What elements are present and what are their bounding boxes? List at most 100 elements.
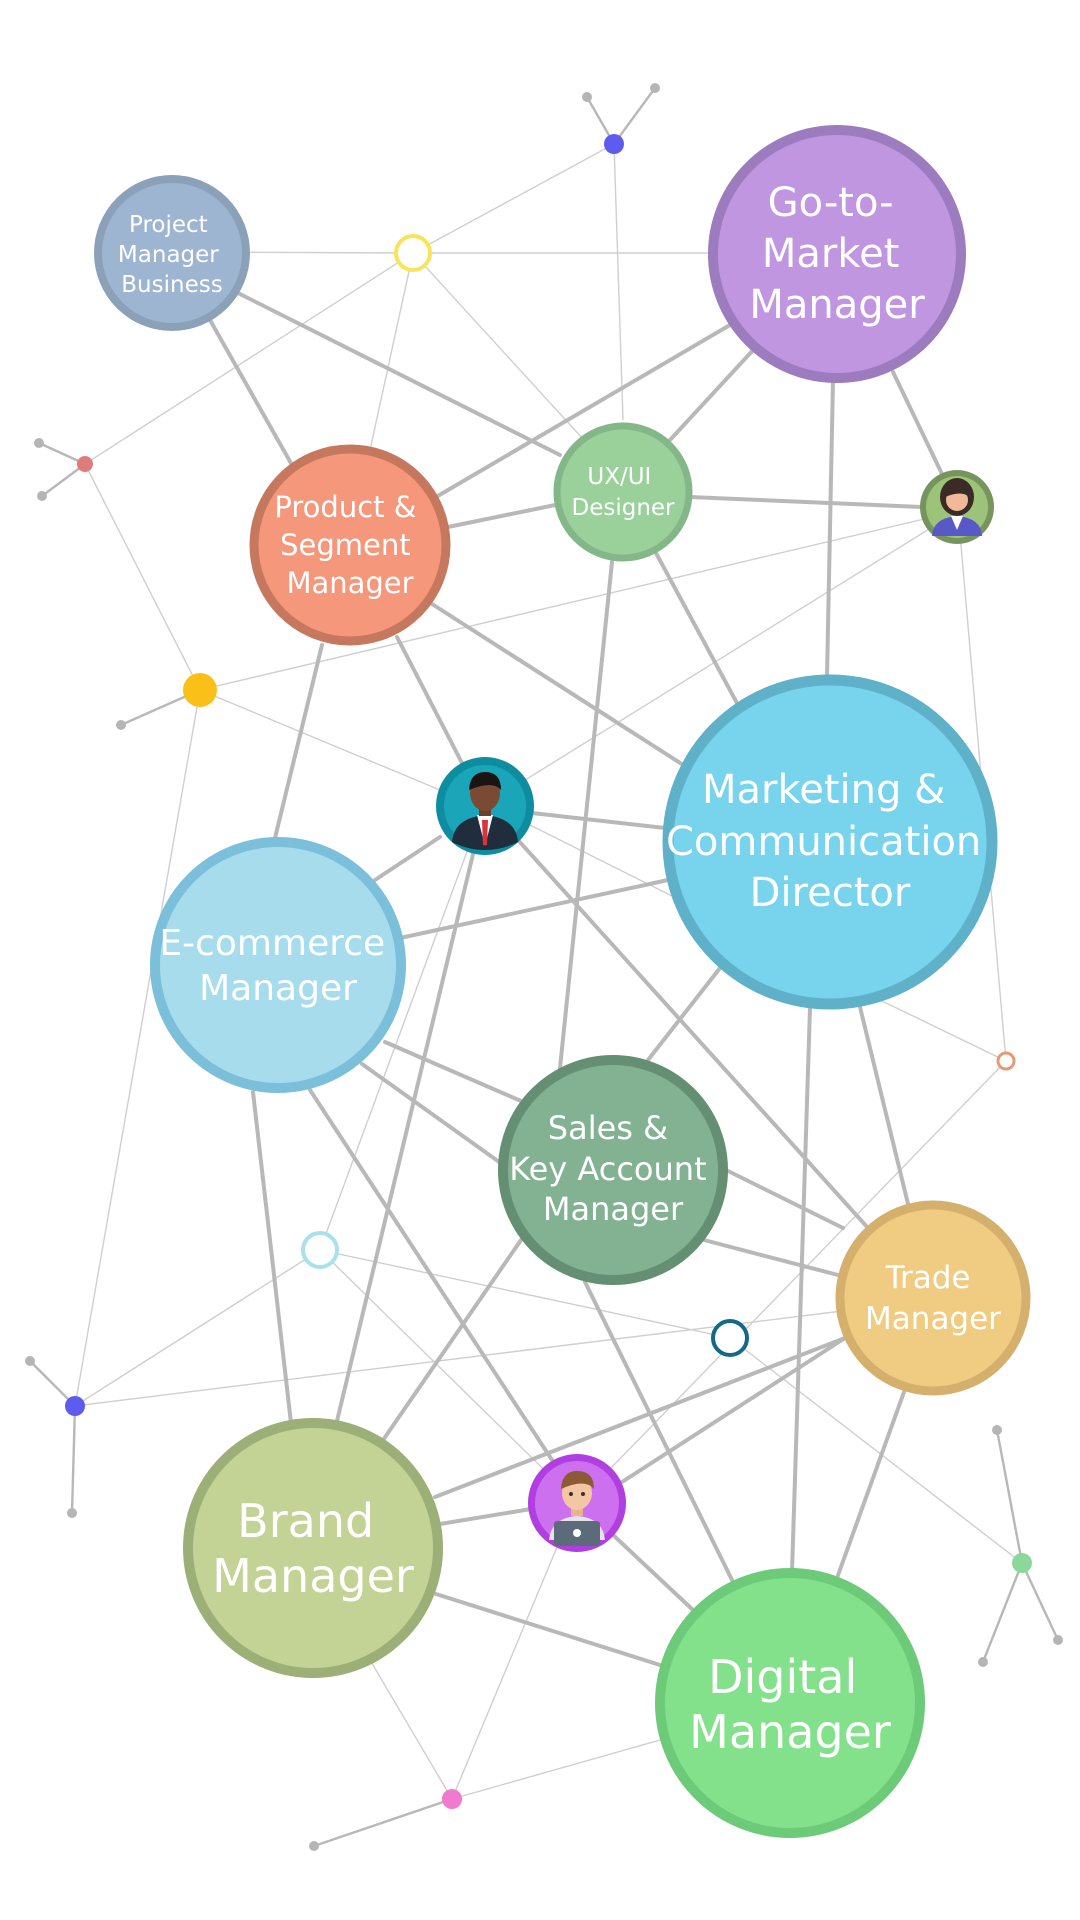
connector-line — [654, 551, 740, 707]
connector-line — [451, 1739, 661, 1800]
connector-line — [579, 1060, 1007, 1501]
connector-line — [613, 143, 624, 421]
connector-line — [373, 835, 442, 882]
connector-line — [558, 560, 614, 1070]
connector-line — [891, 370, 944, 476]
connector-line — [484, 510, 959, 806]
endpoint-dot — [34, 438, 44, 448]
hub-dot — [604, 134, 624, 154]
connector-line — [825, 378, 835, 678]
branch-line — [613, 87, 656, 145]
hub-dots — [65, 134, 1032, 1809]
connector-line — [395, 635, 464, 765]
bubble-circle — [94, 175, 250, 331]
connector-line — [519, 819, 681, 901]
connector-line — [74, 1249, 321, 1407]
endpoint-dot — [309, 1841, 319, 1851]
endpoint-dot — [37, 491, 47, 501]
connector-line — [369, 252, 414, 451]
connector-line — [84, 252, 414, 465]
connector-line — [668, 346, 757, 442]
node-marketing-communication-director: Marketing & Communication Director — [662, 674, 998, 1010]
connector-line — [383, 1040, 523, 1103]
bubble-circle — [835, 1200, 1031, 1396]
connector-line — [360, 1062, 504, 1166]
node-product-segment-manager: Product & Segment Manager — [249, 444, 451, 646]
hub-dot — [1012, 1553, 1032, 1573]
connector-line — [729, 1337, 1023, 1564]
bubble-circle — [498, 1055, 728, 1285]
branch-line — [313, 1797, 453, 1848]
thick-connectors — [208, 290, 944, 1667]
connector-line — [319, 829, 476, 1251]
node-label: Sales & Key Account Manager — [509, 1109, 717, 1228]
hub-dot — [442, 1789, 462, 1809]
connector-line — [835, 1390, 906, 1580]
endpoint-dot — [992, 1425, 1002, 1435]
hub-dot — [77, 456, 93, 472]
connector-line — [319, 1249, 731, 1339]
node-label: Digital Manager — [689, 1650, 891, 1759]
connector-line — [451, 1539, 561, 1800]
connector-line — [610, 1532, 695, 1612]
bubble-circle — [183, 1418, 443, 1678]
node-label: Marketing & Communication Director — [666, 767, 994, 916]
connector-line — [208, 318, 294, 467]
node-label: Trade Manager — [865, 1260, 1001, 1337]
node-label: Brand Manager — [212, 1494, 414, 1603]
endpoint-dot — [25, 1356, 35, 1366]
connector-line — [199, 689, 441, 791]
hub-ring — [394, 234, 432, 272]
connector-line — [430, 602, 690, 770]
connector-line — [858, 1005, 911, 1210]
businessman-icon — [436, 757, 534, 855]
businesswoman-icon — [920, 470, 994, 544]
connector-line — [398, 878, 670, 940]
connector-line — [84, 463, 201, 691]
branch-line — [29, 1360, 76, 1407]
connector-line — [646, 966, 722, 1062]
node-project-manager-business: Project Manager Business — [94, 175, 250, 331]
hub-dot — [65, 1396, 85, 1416]
node-label: Project Manager Business — [118, 212, 226, 298]
hub-dot — [183, 673, 217, 707]
hub-ring — [996, 1051, 1016, 1071]
branch-line — [1020, 1562, 1060, 1641]
bubble-circle — [655, 1568, 925, 1838]
connector-line — [308, 1088, 554, 1462]
connector-line — [688, 495, 924, 509]
connector-line — [446, 502, 562, 529]
connector-line — [530, 811, 667, 830]
connector-line — [273, 643, 324, 840]
connector-line — [74, 689, 201, 1407]
node-label: Product & Segment Manager — [274, 490, 425, 600]
connector-line — [369, 1659, 453, 1800]
connector-line — [516, 838, 870, 1230]
endpoint-dot — [582, 92, 592, 102]
connector-line — [234, 290, 562, 457]
connector-line — [412, 143, 615, 254]
connector-line — [438, 1507, 533, 1526]
hub-ring — [711, 1319, 749, 1357]
node-brand-manager: Brand Manager — [183, 1418, 443, 1678]
connector-line — [335, 848, 476, 1423]
endpoint-dot — [116, 720, 126, 730]
node-trade-manager: Trade Manager — [835, 1200, 1031, 1396]
bubble-circle — [249, 444, 451, 646]
endpoint-dots — [25, 83, 1063, 1851]
branch-line — [41, 463, 86, 497]
branch-line — [38, 441, 86, 466]
developer-laptop-icon — [528, 1454, 626, 1552]
node-label: UX/UI Designer — [571, 464, 675, 521]
thin-connectors — [74, 143, 1023, 1800]
node-sales-key-account-manager: Sales & Key Account Manager — [498, 1055, 728, 1285]
bubble-circle — [150, 837, 406, 1093]
connector-line — [716, 1164, 845, 1230]
node-ux-ui-designer: UX/UI Designer — [553, 422, 693, 562]
endpoint-dot — [650, 83, 660, 93]
branch-line — [995, 1429, 1024, 1564]
connector-line — [790, 1006, 812, 1574]
connector-line — [620, 1336, 847, 1484]
